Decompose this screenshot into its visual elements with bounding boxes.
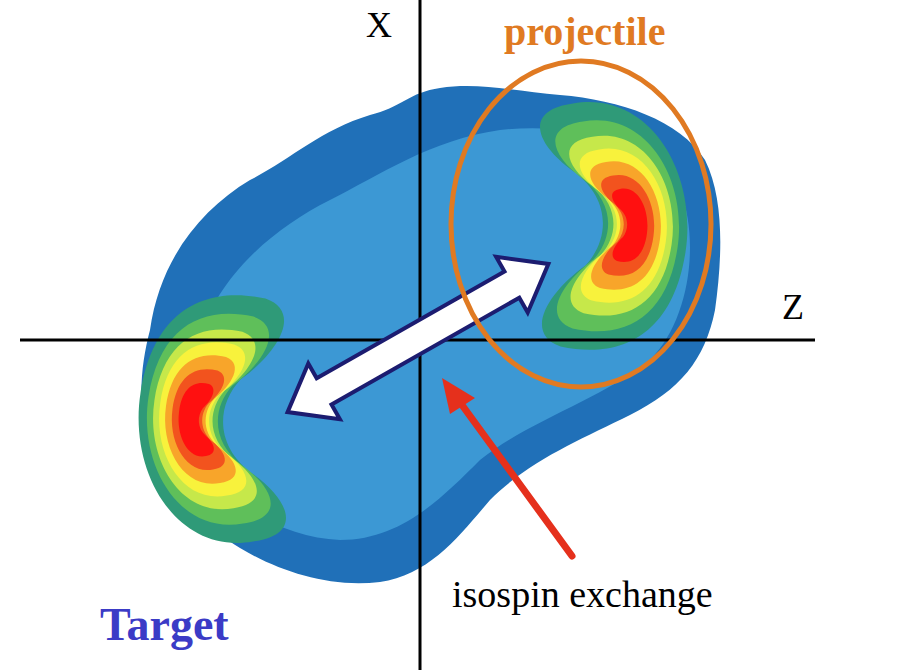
projectile-circle: projectile	[448, 58, 714, 390]
axis-label: Z	[782, 288, 804, 328]
circle-outline	[448, 58, 714, 390]
target-label: Target	[100, 600, 229, 651]
pointer-arrow-shaft	[462, 405, 572, 556]
axis-label: X	[366, 6, 392, 46]
node-heading: projectile	[504, 10, 665, 54]
projectile-density	[540, 102, 687, 350]
annotation-label: isospin exchange	[452, 574, 713, 616]
density-cloud	[141, 86, 720, 583]
circle-outline-shape	[451, 61, 711, 387]
pointer-arrow-head	[442, 378, 475, 414]
target-density	[139, 295, 286, 543]
exchange-double-arrow	[272, 236, 564, 440]
